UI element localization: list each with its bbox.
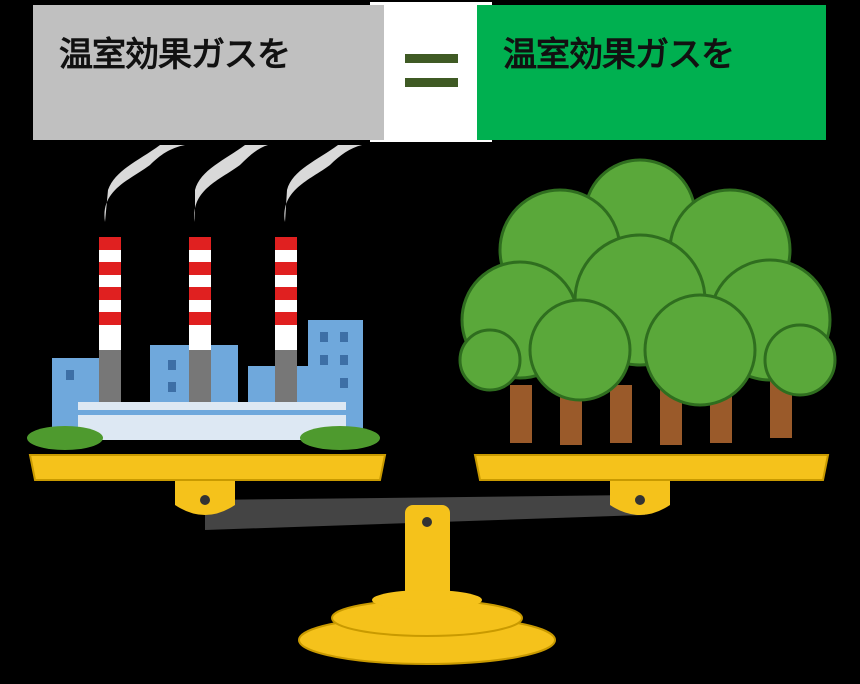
smoke-icon: [104, 145, 362, 222]
emission-label-box: 温室効果ガスを: [33, 5, 384, 140]
balance-scale-icon: [28, 454, 830, 665]
emission-label: 温室効果ガスを: [59, 35, 291, 75]
white-background-strip: [370, 2, 492, 142]
right-pan: [473, 454, 830, 481]
absorption-label: 温室効果ガスを: [503, 35, 735, 75]
left-pan: [28, 454, 387, 481]
absorption-label-box: 温室効果ガスを: [477, 5, 826, 140]
factory-icon: [27, 237, 380, 450]
forest-icon: [458, 158, 837, 445]
equals-sign-icon: [405, 54, 458, 88]
